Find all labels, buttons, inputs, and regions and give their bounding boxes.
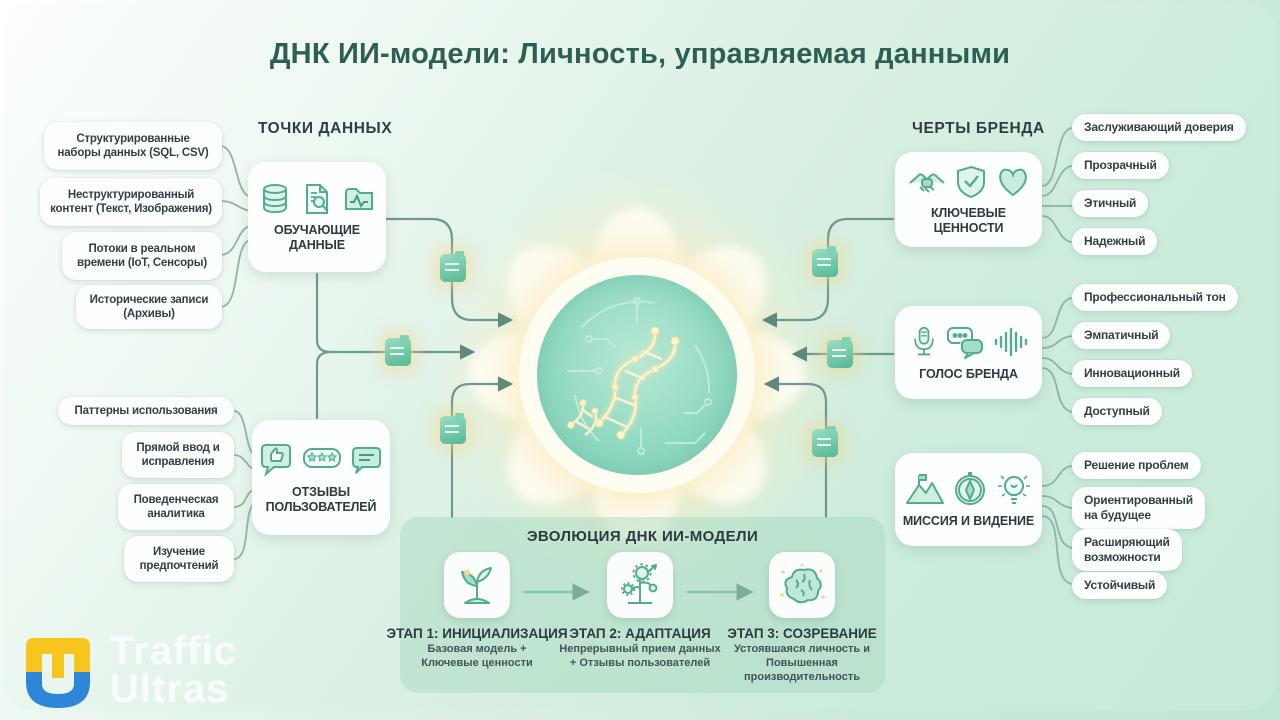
dna-circuit-core-illustration (567, 297, 712, 455)
brand-trait-label: Прозрачный (1072, 152, 1169, 179)
handshake-icon (908, 172, 945, 193)
brand-trait-label: Доступный (1072, 398, 1162, 425)
card-title: ОБУЧАЮЩИЕ ДАННЫЕ (273, 223, 361, 252)
card-training-data: ОБУЧАЮЩИЕ ДАННЫЕ (248, 162, 386, 272)
seedling-icon (461, 567, 492, 604)
stage-title: ЭТАП 1: ИНИЦИАЛИЗАЦИЯ (386, 626, 568, 641)
card-brand-voice: ГОЛОС БРЕНДА (895, 306, 1042, 399)
section-header-brand-traits: ЧЕРТЫ БРЕНДА (912, 120, 1045, 137)
data-point-label: Исторические записи (Архивы) (76, 285, 222, 329)
brand-trait-label: Ориентированный на будущее (1072, 487, 1205, 529)
stage-subtitle: Устоявшаяся личность и Повышенная произв… (733, 643, 870, 683)
heart-icon (998, 168, 1027, 196)
waveform-icon (994, 327, 1027, 357)
brand-trait-label: Этичный (1072, 190, 1149, 217)
chat-bubbles-icon (946, 327, 983, 359)
card-mission-vision: МИССИЯ И ВИДЕНИЕ (895, 453, 1042, 546)
data-chip-icon (812, 426, 838, 457)
stage-subtitle: Непрерывный прием данных + Отзывы пользо… (559, 643, 721, 669)
data-point-label: Неструктурированный контент (Текст, Изоб… (40, 178, 222, 226)
data-chip-icon (440, 251, 466, 282)
card-user-feedback: ОТЗЫВЫ ПОЛЬЗОВАТЕЛЕЙ (252, 420, 390, 535)
stage-title: ЭТАП 3: СОЗРЕВАНИЕ (727, 626, 877, 641)
compass-icon (954, 472, 985, 505)
card-title: МИССИЯ И ВИДЕНИЕ (902, 514, 1035, 528)
stage-subtitle: Базовая модель + Ключевые ценности (421, 643, 533, 669)
card-title: ГОЛОС БРЕНДА (919, 367, 1018, 381)
text-bubble-icon (352, 446, 381, 474)
brand-trait-label: Профессиональный тон (1072, 284, 1238, 311)
data-point-label: Поведенческая аналитика (118, 484, 234, 530)
data-chip-icon (440, 413, 466, 444)
evolution-stage-3: ЭТАП 3: СОЗРЕВАНИЕ Устоявшаяся личность … (716, 552, 888, 684)
shield-check-icon (956, 165, 985, 198)
traffic-ultras-logo: Traffic Ultras (18, 629, 238, 712)
card-key-values: КЛЮЧЕВЫЕ ЦЕННОСТИ (895, 152, 1042, 247)
evolution-title: ЭВОЛЮЦИЯ ДНК ИИ-МОДЕЛИ (526, 528, 759, 545)
traffic-ultras-logo-icon (26, 638, 90, 708)
thumbs-up-bubble-icon (261, 443, 291, 477)
brand-trait-label: Решение проблем (1072, 452, 1201, 479)
lightbulb-icon (997, 475, 1030, 504)
data-point-label: Структурированные наборы данных (SQL, CS… (44, 122, 222, 170)
data-point-label: Потоки в реальном времени (IoT, Сенсоры) (62, 232, 222, 280)
data-point-label: Паттерны использования (58, 397, 234, 425)
brand-trait-label: Заслуживающий доверия (1072, 114, 1246, 141)
evolution-stage-1: ЭТАП 1: ИНИЦИАЛИЗАЦИЯ Базовая модель + К… (386, 552, 568, 671)
section-header-data-points: ТОЧКИ ДАННЫХ (258, 120, 393, 137)
brand-trait-label: Инновационный (1072, 360, 1192, 387)
page-title: ДНК ИИ-модели: Личность, управляемая дан… (269, 38, 1011, 70)
data-point-label: Прямой ввод и исправления (122, 432, 234, 478)
traffic-ultras-logo-text: Traffic Ultras (110, 629, 238, 711)
document-search-icon (306, 184, 329, 214)
data-chip-icon (385, 335, 411, 366)
brand-trait-label: Надежный (1072, 228, 1158, 255)
card-title: ОТЗЫВЫ ПОЛЬЗОВАТЕЛЕЙ (265, 484, 377, 514)
database-icon (263, 184, 287, 214)
microphone-icon (913, 326, 934, 356)
data-chip-icon (827, 337, 853, 368)
data-chip-icon (812, 246, 838, 277)
mountain-flag-icon (905, 474, 944, 504)
stars-bubble-icon (303, 447, 341, 468)
brand-trait-label: Устойчивый (1072, 572, 1168, 599)
gear-plant-icon (621, 563, 658, 604)
stage-title: ЭТАП 2: АДАПТАЦИЯ (569, 626, 711, 641)
data-point-label: Изучение предпочтений (124, 536, 234, 582)
folder-pulse-icon (345, 188, 373, 210)
evolution-stage-2: ЭТАП 2: АДАПТАЦИЯ Непрерывный прием данн… (559, 552, 721, 671)
card-title: КЛЮЧЕВЫЕ ЦЕННОСТИ (930, 205, 1007, 235)
brand-trait-label: Расширяющий возможности (1072, 529, 1182, 571)
brand-trait-label: Эмпатичный (1072, 322, 1171, 349)
brain-icon (780, 563, 825, 604)
